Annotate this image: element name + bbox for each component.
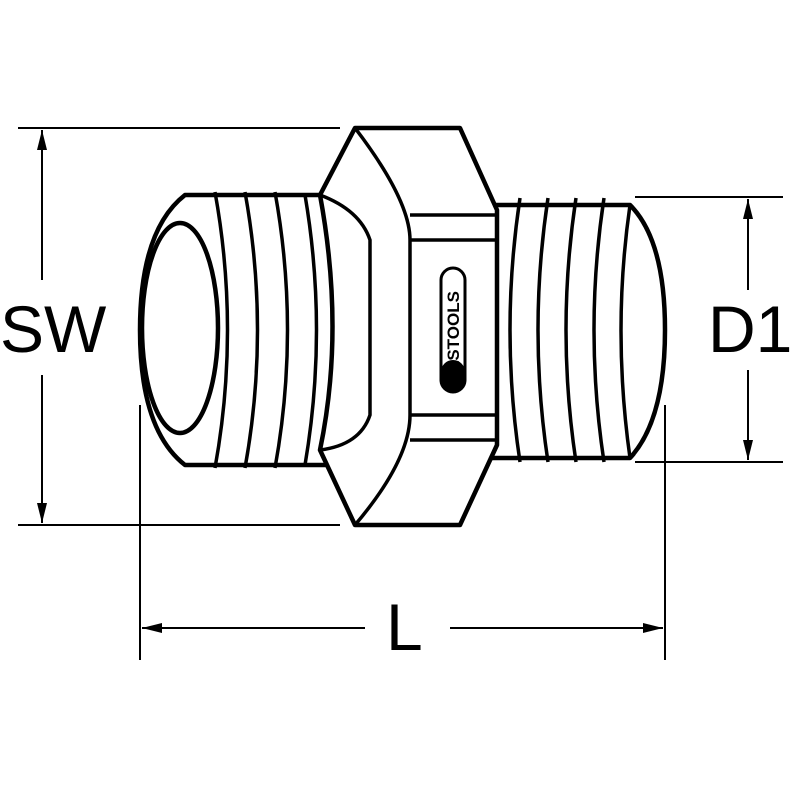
svg-text:KSTOOLS: KSTOOLS [444, 291, 463, 373]
right-thread [477, 197, 668, 463]
left-thread [137, 191, 343, 469]
l-label: L [386, 590, 423, 664]
extension-lines [18, 127, 783, 660]
ks-tools-logo: KSTOOLS [439, 266, 467, 394]
sw-label: SW [0, 292, 107, 366]
d1-label: D1 [708, 292, 792, 366]
hex-nut [317, 125, 500, 528]
